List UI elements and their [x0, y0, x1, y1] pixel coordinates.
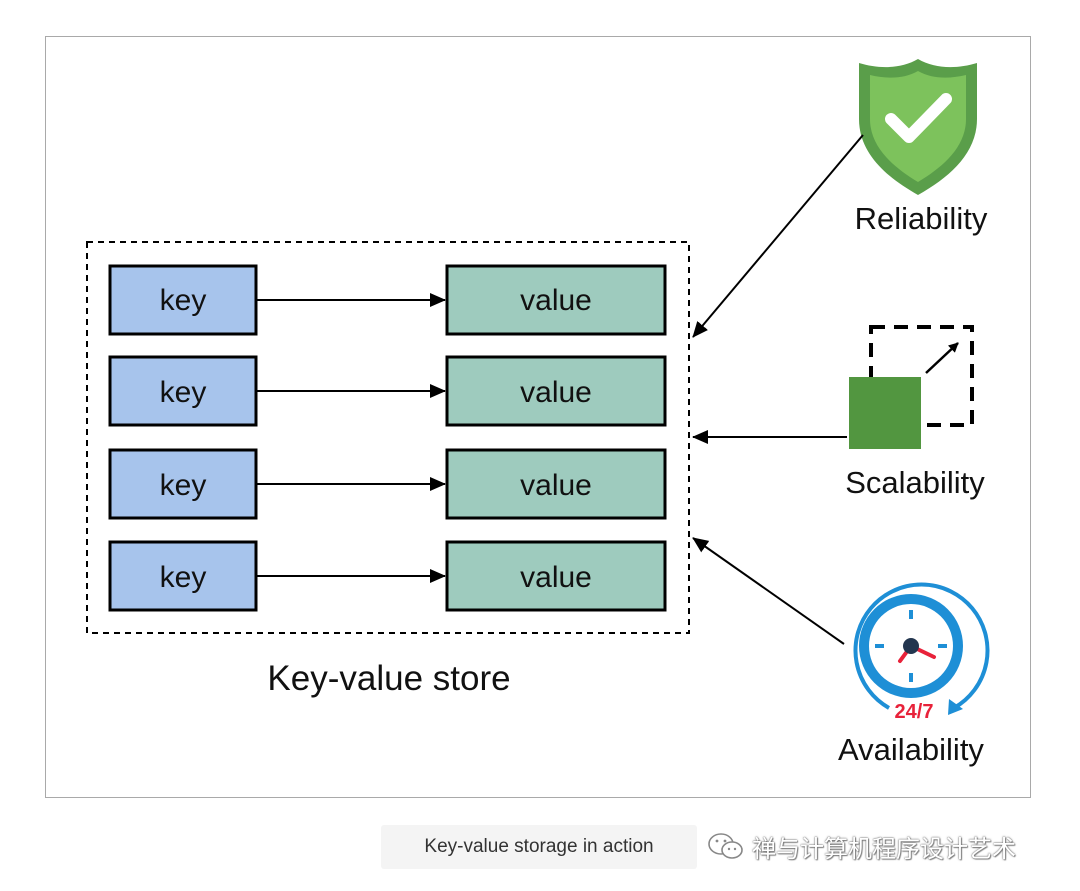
key-label: key — [160, 561, 207, 594]
value-label: value — [520, 561, 592, 594]
key-box — [108, 264, 258, 336]
shield-icon — [859, 59, 977, 195]
key-label: key — [160, 469, 207, 502]
watermark: 禅与计算机程序设计艺术 — [706, 826, 1016, 866]
kv-store-container — [86, 241, 690, 634]
key-box — [108, 355, 258, 427]
value-label: value — [520, 376, 592, 409]
wechat-icon — [708, 833, 743, 859]
reliability-arrow — [692, 134, 864, 338]
availability-arrow — [692, 537, 845, 645]
key-box — [108, 540, 258, 612]
value-box — [445, 264, 667, 336]
value-label: value — [520, 469, 592, 502]
availability-badge: 24/7 — [895, 701, 934, 723]
kv-row: key value — [108, 448, 667, 520]
key-value-diagram: key value key value key value key va — [86, 59, 990, 767]
value-box — [445, 355, 667, 427]
value-box — [445, 540, 667, 612]
watermark-text: 禅与计算机程序设计艺术 — [752, 834, 1016, 863]
kv-row: key value — [108, 264, 667, 336]
store-label: Key-value store — [267, 659, 510, 698]
clock-icon: 24/7 — [853, 582, 990, 723]
kv-row: key value — [108, 355, 667, 427]
key-label: key — [160, 284, 207, 317]
key-box — [108, 448, 258, 520]
scalability-label: Scalability — [845, 465, 985, 500]
availability-label: Availability — [838, 732, 984, 767]
caption-text: Key-value storage in action — [424, 836, 654, 857]
diagram-frame: key value key value key value key va — [45, 36, 1031, 798]
check-icon — [885, 93, 952, 143]
value-label: value — [520, 284, 592, 317]
figure-caption: Key-value storage in action — [381, 825, 697, 869]
scale-up-icon — [849, 325, 974, 449]
key-label: key — [160, 376, 207, 409]
value-box — [445, 448, 667, 520]
kv-row: key value — [108, 540, 667, 612]
reliability-label: Reliability — [855, 201, 988, 236]
